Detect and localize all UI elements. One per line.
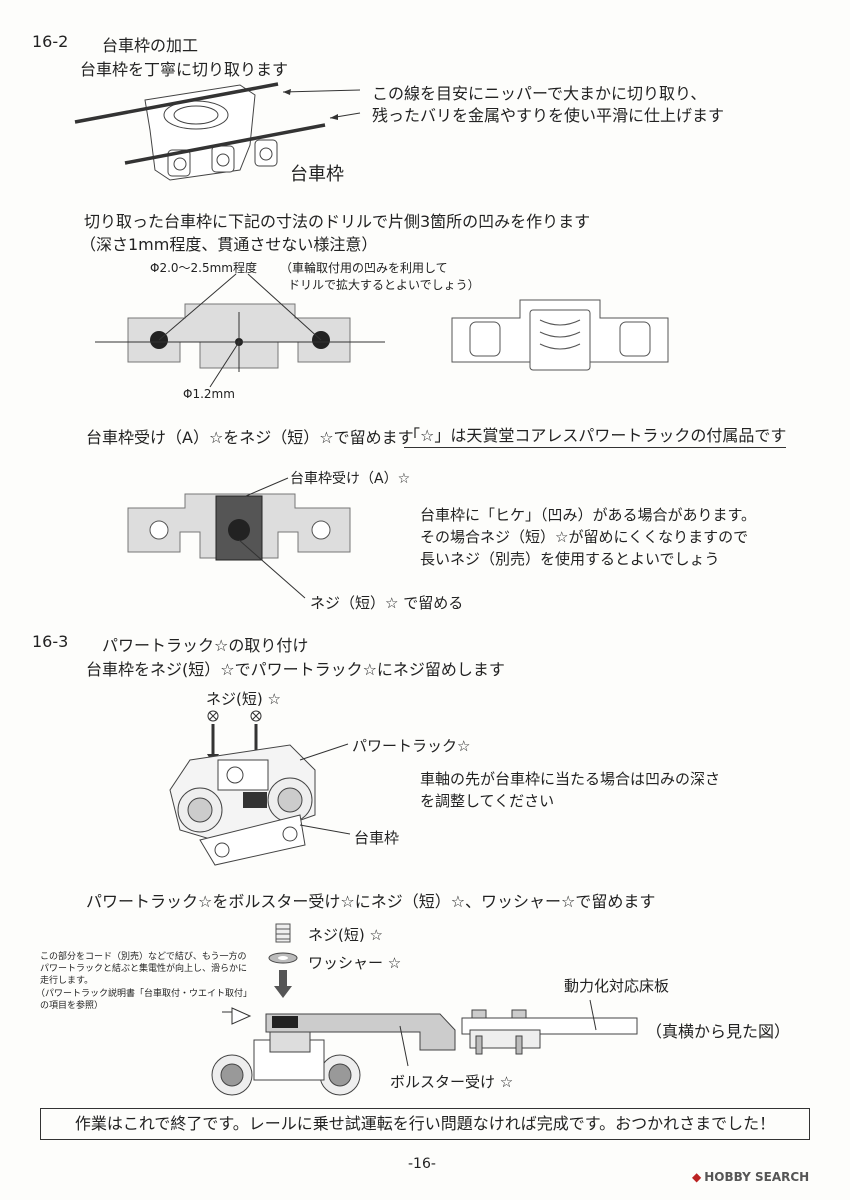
drill-hole [149, 520, 169, 540]
leader-line [282, 89, 361, 93]
step-receiver: 台車枠受け（A）☆をネジ（短）☆で留めます [86, 428, 414, 447]
dim-small-label: Φ1.2mm [183, 387, 235, 401]
step-drill: 切り取った台車枠に下記の寸法のドリルで片側3箇所の凹みを作ります [84, 212, 591, 231]
section-number-16-2: 16-2 [32, 32, 69, 51]
leader-line [589, 999, 597, 1031]
cord-note-3: 走行します。 [40, 976, 94, 986]
star-note: 「☆」は天賞堂コアレスパワートラックの付属品です [404, 422, 787, 448]
bolster-label: ボルスター受け ☆ [390, 1073, 514, 1091]
cord-note-2: パワートラックと結ぶと集電性が向上し、滑らかに [40, 964, 248, 974]
leader-line [299, 743, 349, 761]
dim-large-note-2: ドリルで拡大するとよいでしょう） [288, 278, 480, 292]
hollow-arrow [222, 1007, 252, 1025]
frame-plate-drill [95, 273, 385, 388]
dim-large-note-1: （車輪取付用の凹みを利用して [280, 261, 448, 275]
leader-arrow [283, 89, 338, 120]
step-cut-frame: 台車枠を丁寧に切り取ります [80, 60, 289, 79]
cut-line-upper [74, 82, 279, 124]
side-view-label: （真横から見た図） [646, 1022, 791, 1041]
washer-label: ワッシャー ☆ [308, 954, 402, 972]
hike-note-3: 長いネジ（別売）を使用するとよいでしょう [420, 550, 720, 568]
dim-large-label: Φ2.0～2.5mm程度 [150, 261, 257, 275]
receiver-label: 台車枠受け（A）☆ [290, 471, 411, 487]
drill-hole [311, 520, 331, 540]
cut-line-lower [124, 123, 326, 165]
cord-note-5: の項目を参照） [40, 1001, 104, 1011]
cut-note-line2: 残ったバリを金属やすりを使い平滑に仕上げます [372, 106, 725, 125]
powertrack-label: パワートラック☆ [352, 737, 471, 755]
step-attach-bolster: パワートラック☆をボルスター受け☆にネジ（短）☆、ワッシャー☆で留めます [86, 892, 656, 911]
cord-note-4: （パワートラック説明書「台車取付・ウエイト取付」 [36, 989, 253, 999]
screw-label-16-2: ネジ（短）☆ で留める [310, 594, 464, 612]
leader-line [209, 341, 240, 388]
bogie-frame-illustration [144, 84, 278, 181]
leader-line [238, 539, 306, 599]
axle-note-2: を調整してください [420, 792, 555, 810]
cut-note-line1: この線を目安にニッパーで大まかに切り取り、 [372, 84, 707, 103]
leader-line [247, 273, 322, 341]
step-drill-sub: （深さ1mm程度、貫通させない様注意） [80, 235, 378, 254]
frame-label-16-3: 台車枠 [354, 829, 400, 847]
frame-label-top: 台車枠 [290, 164, 344, 185]
finish-note-box: 作業はこれで終了です。レールに乗せ試運転を行い問題なければ完成です。おつかれさま… [40, 1108, 810, 1140]
frame-side-illustration [451, 299, 669, 371]
leader-line [158, 273, 237, 341]
screw-label-16-3: ネジ(短) ☆ [206, 690, 281, 708]
cord-note-1: この部分をコード（別売）などで結び、もう一方の [40, 952, 247, 962]
section-title-16-2: 台車枠の加工 [102, 36, 199, 55]
side-view-diagram [211, 923, 638, 1096]
hike-note-1: 台車枠に「ヒケ」（凹み）がある場合があります。 [420, 506, 757, 524]
powertrack-assembly [169, 710, 351, 866]
section-title-16-3: パワートラック☆の取り付け [102, 636, 309, 655]
hobbysearch-logo: ◆HOBBY SEARCH [692, 1170, 810, 1184]
frame-plate-receiver [127, 477, 351, 599]
hike-note-2: その場合ネジ（短）☆が留めにくくなりますので [420, 528, 749, 546]
page-number: -16- [408, 1156, 436, 1172]
down-arrow [274, 970, 292, 998]
section-number-16-3: 16-3 [32, 632, 69, 651]
screw-head [228, 519, 250, 541]
leader-line [399, 1025, 409, 1067]
floor-label: 動力化対応床板 [564, 977, 670, 995]
step-attach-frame: 台車枠をネジ(短）☆でパワートラック☆にネジ留めします [86, 660, 505, 679]
leader-line [299, 824, 351, 835]
axle-note-1: 車軸の先が台車枠に当たる場合は凹みの深さ [420, 770, 721, 788]
screw2-label: ネジ(短) ☆ [308, 926, 383, 944]
leader-line [245, 477, 289, 497]
